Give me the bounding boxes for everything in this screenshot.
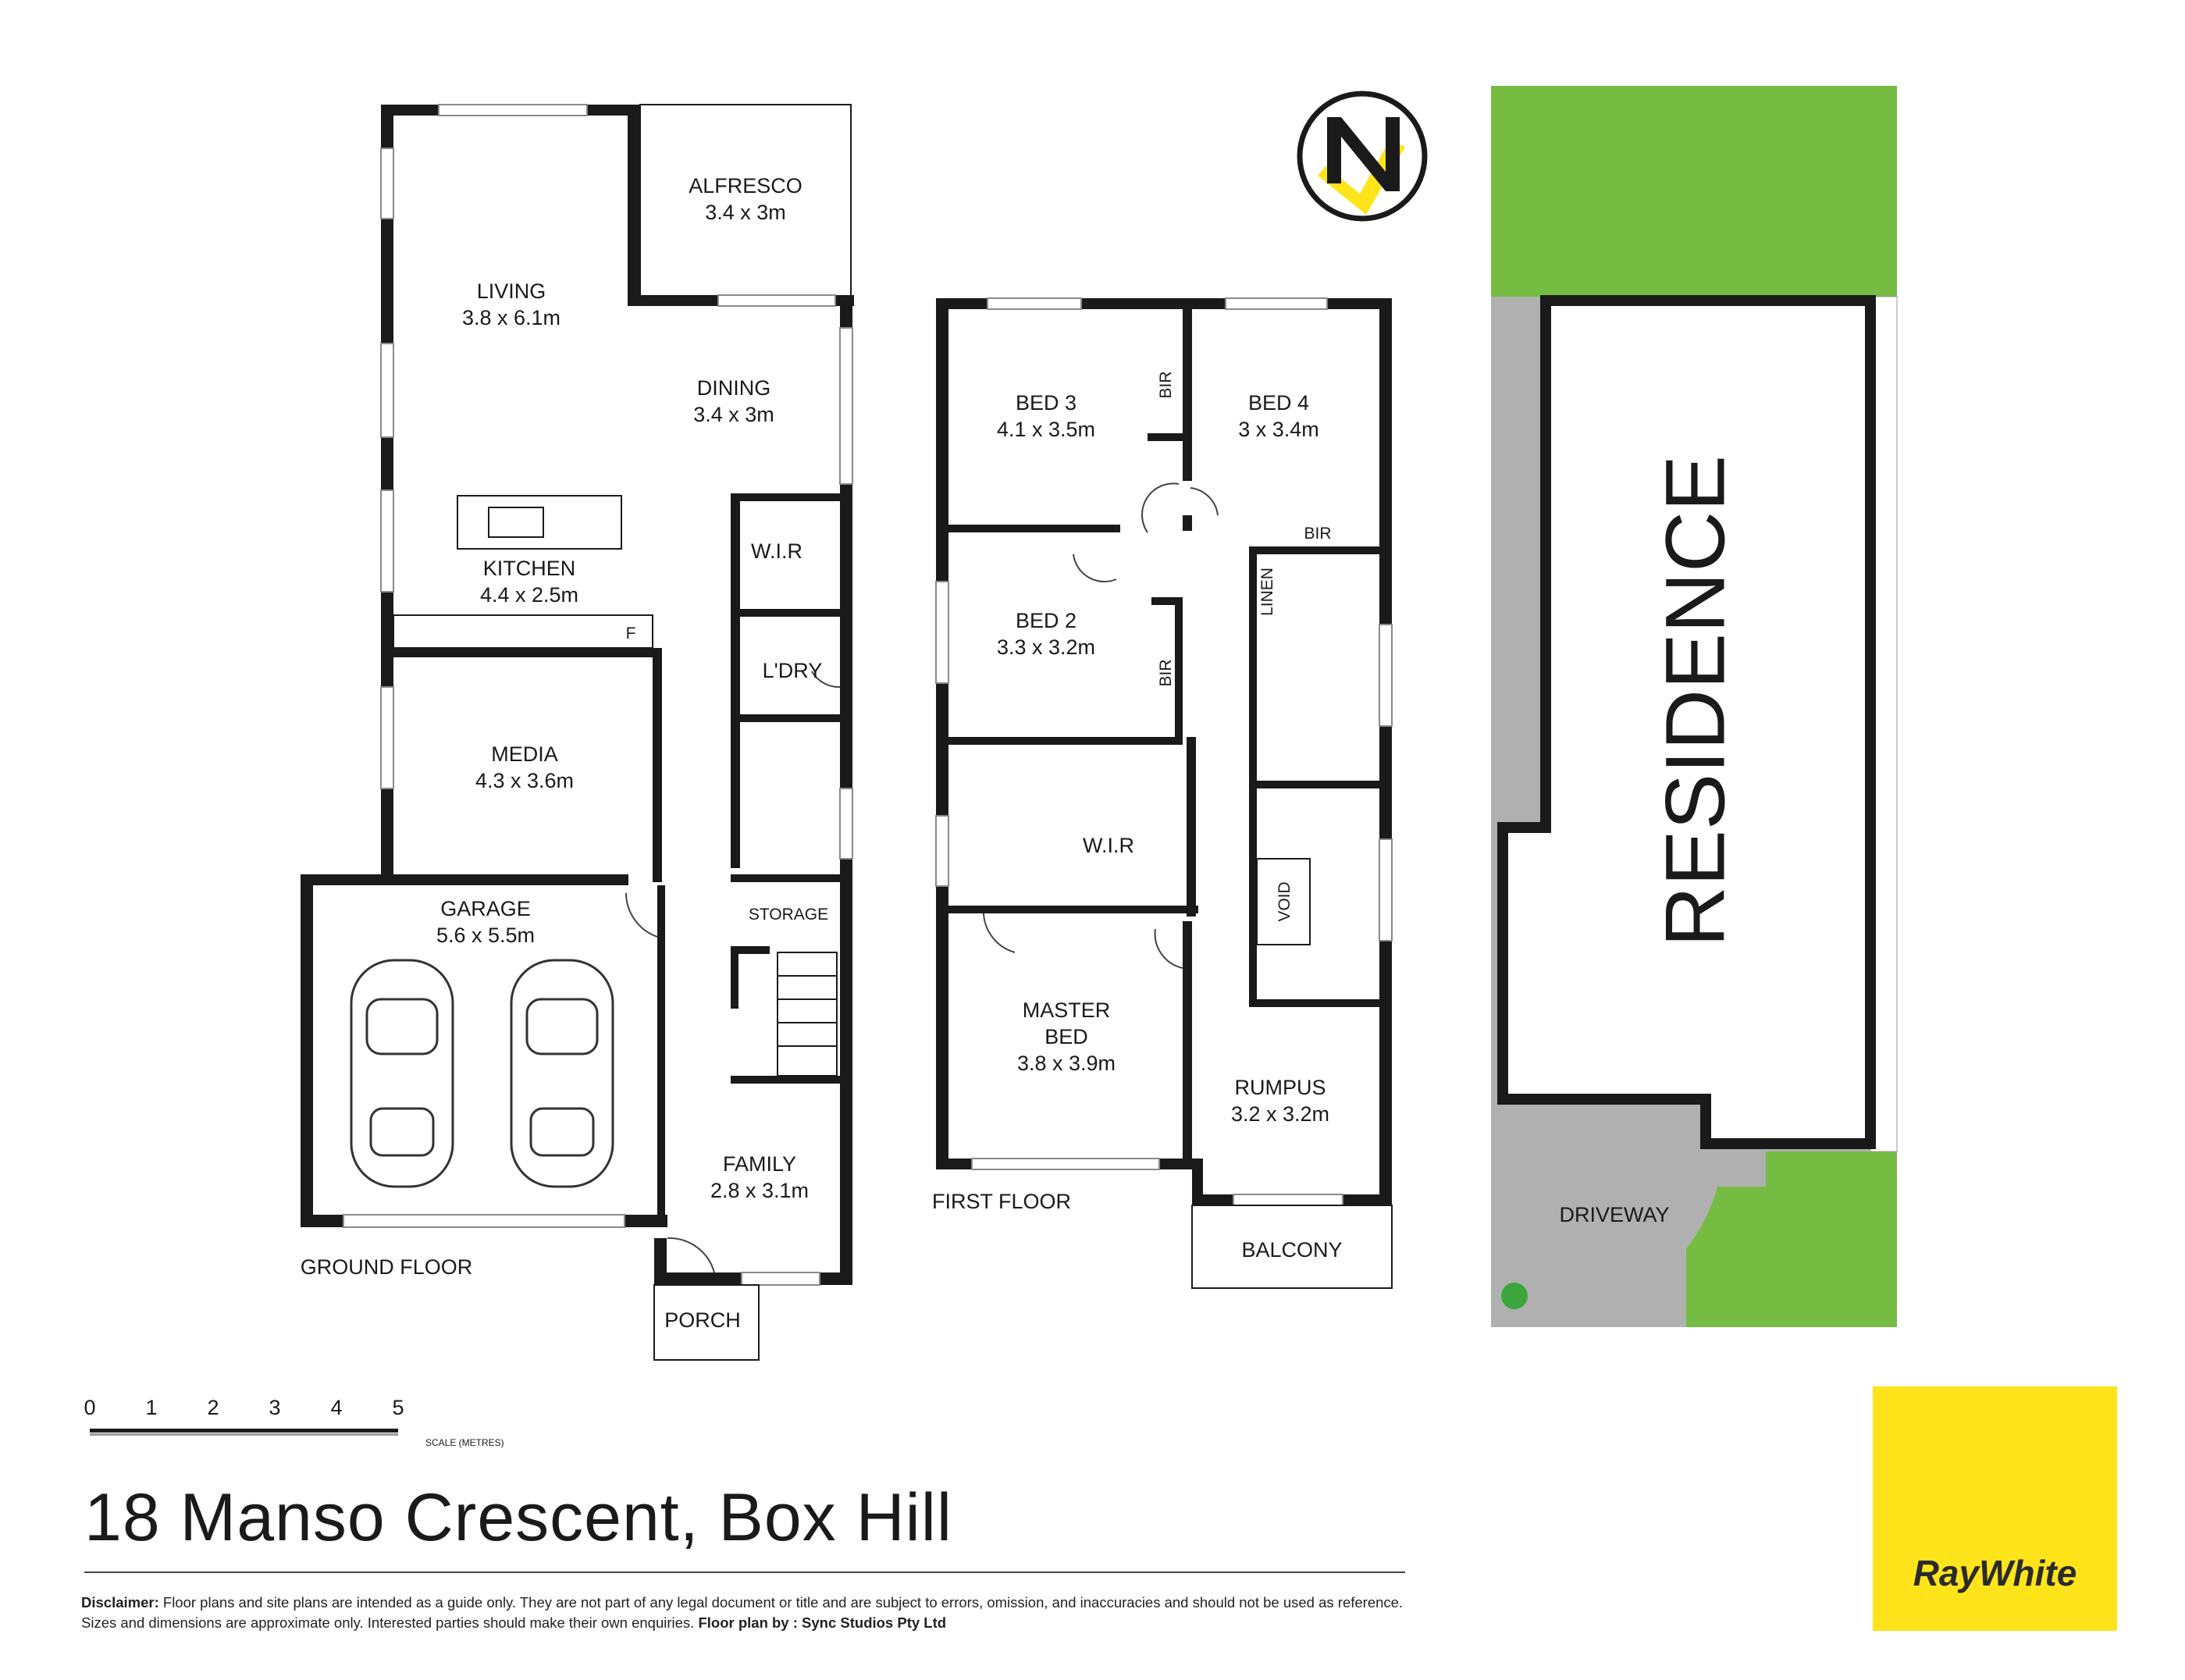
room-master-size: 3.8 x 3.9m: [1017, 1052, 1116, 1075]
room-garage-size: 5.6 x 5.5m: [436, 924, 535, 947]
raywhite-logo: RayWhite: [1873, 1386, 2117, 1631]
room-dining-size: 3.4 x 3m: [693, 403, 774, 426]
site-plan: RESIDENCE DRIVEWAY: [1491, 86, 1898, 1327]
room-wir-name: W.I.R: [751, 539, 802, 563]
disclaimer-text: Floor plans and site plans are intended …: [81, 1594, 1404, 1631]
room-master-line1: MASTER: [1023, 998, 1111, 1022]
room-living-name: LIVING: [477, 279, 546, 303]
room-family-name: FAMILY: [723, 1152, 796, 1176]
driveway-label: DRIVEWAY: [1559, 1203, 1669, 1226]
car-icon: [510, 959, 614, 1188]
room-bed2-size: 3.3 x 3.2m: [997, 635, 1095, 659]
room-rumpus-name: RUMPUS: [1234, 1076, 1326, 1099]
room-storage-name: STORAGE: [749, 906, 828, 924]
room-rumpus-size: 3.2 x 3.2m: [1231, 1102, 1329, 1126]
room-bir-label: BIR: [1157, 659, 1175, 686]
scale-tick: 1: [145, 1396, 157, 1419]
raywhite-logo-text: RayWhite: [1913, 1553, 2077, 1593]
room-alfresco-name: ALFRESCO: [689, 174, 802, 198]
north-arrow-icon: [1297, 91, 1428, 222]
disclaimer-credit: Floor plan by : Sync Studios Pty Ltd: [698, 1614, 947, 1631]
room-linen-label: LINEN: [1258, 568, 1276, 616]
room-living-size: 3.8 x 6.1m: [462, 306, 560, 329]
room-fridge-label: F: [626, 625, 636, 642]
room-media-name: MEDIA: [491, 742, 558, 766]
scale-label: SCALE (METRES): [425, 1437, 504, 1448]
room-garage-name: GARAGE: [440, 897, 531, 920]
room-kitchen-size: 4.4 x 2.5m: [480, 583, 578, 607]
room-master-line2: BED: [1044, 1025, 1088, 1048]
disclaimer-label: Disclaimer:: [81, 1594, 159, 1611]
scale-tick: 2: [207, 1396, 219, 1419]
room-porch-name: PORCH: [664, 1308, 741, 1332]
room-bed3-size: 4.1 x 3.5m: [997, 418, 1095, 441]
scale-tick: 3: [269, 1396, 280, 1419]
room-kitchen-name: KITCHEN: [483, 557, 576, 580]
property-address: 18 Manso Crescent, Box Hill: [84, 1480, 952, 1555]
scale-tick: 4: [330, 1396, 342, 1419]
room-void-label: VOID: [1276, 881, 1294, 921]
residence-label: RESIDENCE: [1648, 455, 1742, 947]
divider: [84, 1571, 1405, 1573]
scale-tick: 0: [84, 1396, 95, 1419]
room-bed4-name: BED 4: [1248, 391, 1309, 415]
ground-floor-label: GROUND FLOOR: [301, 1255, 473, 1279]
first-floor-plan: BED 3 4.1 x 3.5m BED 4 3 x 3.4m BED 2 3.…: [932, 297, 1393, 1289]
room-dining-name: DINING: [697, 376, 771, 400]
room-family-size: 2.8 x 3.1m: [710, 1179, 809, 1202]
room-bed2-name: BED 2: [1016, 609, 1076, 632]
first-floor-label: FIRST FLOOR: [932, 1190, 1071, 1213]
ground-floor-plan: ALFRESCO 3.4 x 3m LIVING 3.8 x 6.1m DINI…: [301, 104, 854, 1361]
scale-tick: 5: [392, 1396, 404, 1419]
room-media-size: 4.3 x 3.6m: [475, 769, 574, 792]
room-bed3-name: BED 3: [1016, 391, 1076, 415]
room-laundry-name: L'DRY: [763, 659, 823, 682]
car-icon: [350, 959, 454, 1188]
room-bed4-size: 3 x 3.4m: [1238, 418, 1319, 441]
room-bir-label: BIR: [1304, 525, 1331, 543]
room-wir-first-name: W.I.R: [1083, 834, 1134, 857]
room-alfresco-size: 3.4 x 3m: [705, 201, 786, 224]
scale-bar: 0 1 2 3 4 5 SCALE (METRES): [84, 1396, 504, 1448]
tree-icon: [1501, 1283, 1528, 1309]
room-balcony-name: BALCONY: [1241, 1238, 1342, 1262]
room-bir-label: BIR: [1157, 371, 1175, 398]
disclaimer: Disclaimer: Floor plans and site plans a…: [81, 1593, 1424, 1633]
